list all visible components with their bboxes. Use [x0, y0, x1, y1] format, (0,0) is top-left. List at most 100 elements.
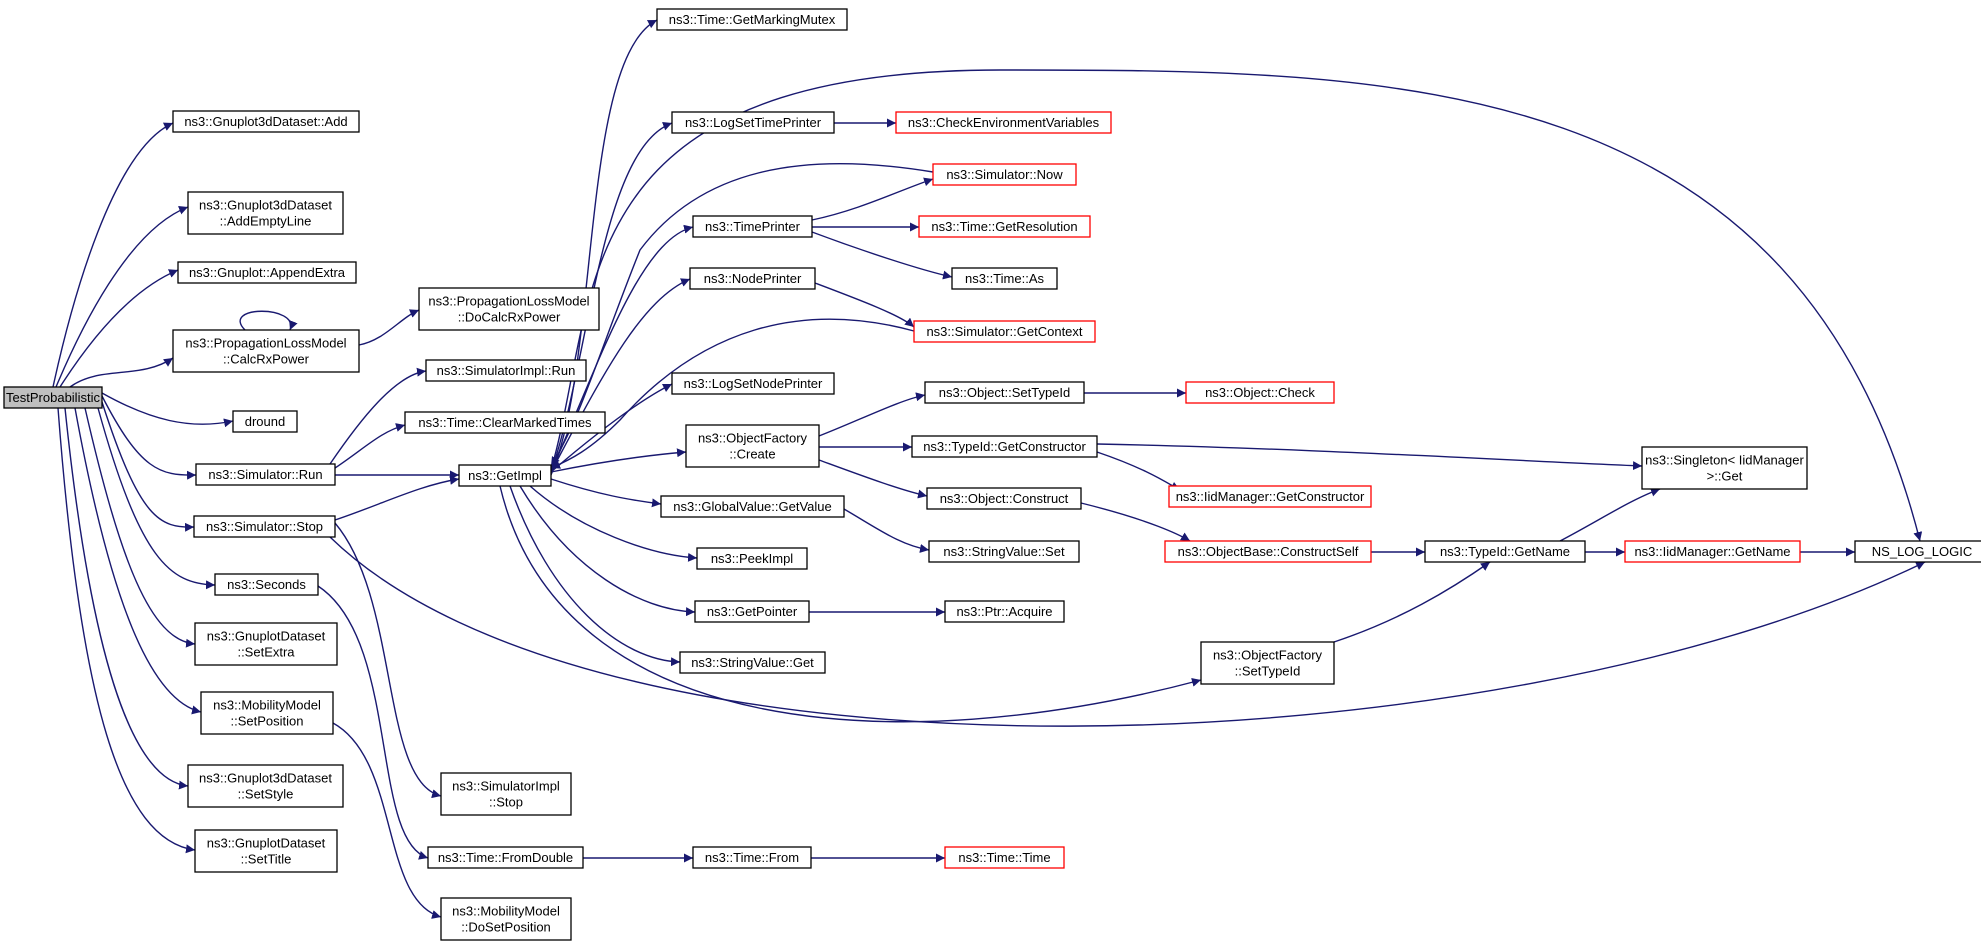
node-time-as[interactable]: ns3::Time::As [951, 267, 1058, 290]
edge-getimpl-to-logsetnodeprinter [550, 383, 673, 473]
node-box [3, 386, 103, 409]
edge-getimpl-to-getpointer [519, 485, 696, 617]
node-sim-stop[interactable]: ns3::Simulator::Stop [193, 515, 336, 538]
node-objfactory-create[interactable]: ns3::ObjectFactory::Create [685, 424, 820, 468]
node-checkenv[interactable]: ns3::CheckEnvironmentVariables [895, 111, 1112, 134]
edge-mm_setpos-to-mm_dosetpos [332, 722, 442, 919]
edge-timeprinter-to-time_as [811, 231, 953, 280]
node-seconds[interactable]: ns3::Seconds [214, 573, 319, 596]
node-label: ns3::Simulator::Stop [206, 519, 323, 534]
node-mm-setpos[interactable]: ns3::MobilityModel::SetPosition [200, 691, 334, 735]
node-mm-dosetpos[interactable]: ns3::MobilityModel::DoSetPosition [440, 897, 572, 941]
edge-typeid_getctor-to-singleton_get [1096, 443, 1643, 471]
node-sim-getcontext[interactable]: ns3::Simulator::GetContext [913, 320, 1096, 343]
node-box [692, 215, 813, 238]
node-simimpl-run[interactable]: ns3::SimulatorImpl::Run [425, 359, 587, 382]
node-simimpl-stop[interactable]: ns3::SimulatorImpl::Stop [440, 772, 572, 816]
node-label: dround [245, 414, 285, 429]
node-iid-getname[interactable]: ns3::IidManager::GetName [1624, 540, 1801, 563]
node-box [692, 846, 812, 869]
node-time-fromdouble[interactable]: ns3::Time::FromDouble [427, 846, 584, 869]
node-label: ns3::NodePrinter [704, 271, 802, 286]
node-sim-now[interactable]: ns3::Simulator::Now [932, 163, 1077, 186]
edge-sim_stop-to-getimpl [334, 475, 460, 521]
node-label: ns3::CheckEnvironmentVariables [908, 115, 1100, 130]
node-g3d-setstyle[interactable]: ns3::Gnuplot3dDataset::SetStyle [187, 764, 344, 808]
node-objfactory-settypeid[interactable]: ns3::ObjectFactory::SetTypeId [1200, 641, 1335, 685]
node-box [944, 600, 1065, 623]
node-obj-check[interactable]: ns3::Object::Check [1185, 381, 1335, 404]
node-box [440, 897, 572, 941]
edge-timeprinter-to-sim_now [811, 177, 934, 221]
node-obj-construct[interactable]: ns3::Object::Construct [926, 487, 1082, 510]
node-box [1424, 540, 1586, 563]
node-label: ::SetPosition [231, 714, 304, 729]
node-dround[interactable]: dround [232, 410, 298, 433]
node-sim-run[interactable]: ns3::Simulator::Run [195, 463, 336, 486]
node-ptr-acquire[interactable]: ns3::Ptr::Acquire [944, 600, 1065, 623]
node-objbase-constructself[interactable]: ns3::ObjectBase::ConstructSelf [1164, 540, 1372, 563]
node-label: ns3::Time::ClearMarkedTimes [418, 415, 592, 430]
node-ns-log-logic[interactable]: NS_LOG_LOGIC [1854, 540, 1981, 563]
node-box [194, 622, 338, 666]
edge-getimpl-to-peekimpl [529, 485, 698, 562]
node-gpd-setextra[interactable]: ns3::GnuplotDataset::SetExtra [194, 622, 338, 666]
node-singleton-get[interactable]: ns3::Singleton< IidManager>::Get [1641, 446, 1808, 490]
edge-root-to-g3d_setstyle [64, 407, 189, 790]
node-gpd-settitle[interactable]: ns3::GnuplotDataset::SetTitle [194, 829, 338, 873]
node-box [911, 435, 1098, 458]
nodes-layer: TestProbabilisticns3::Gnuplot3dDataset::… [3, 8, 1981, 941]
node-label: ns3::PeekImpl [711, 551, 793, 566]
node-peekimpl[interactable]: ns3::PeekImpl [696, 547, 808, 570]
node-gp-append[interactable]: ns3::Gnuplot::AppendExtra [177, 261, 357, 284]
node-label: ns3::TimePrinter [705, 219, 801, 234]
node-typeid-getctor[interactable]: ns3::TypeId::GetConstructor [911, 435, 1098, 458]
node-getpointer[interactable]: ns3::GetPointer [694, 600, 810, 623]
node-logsettimeprinter[interactable]: ns3::LogSetTimePrinter [671, 111, 835, 134]
node-g3d-addempty[interactable]: ns3::Gnuplot3dDataset::AddEmptyLine [187, 191, 344, 235]
node-g3d-add[interactable]: ns3::Gnuplot3dDataset::Add [172, 110, 360, 133]
node-time-getres[interactable]: ns3::Time::GetResolution [918, 215, 1091, 238]
node-label: ns3::Time::GetMarkingMutex [669, 12, 836, 27]
node-time-getmarkingmutex[interactable]: ns3::Time::GetMarkingMutex [656, 8, 848, 31]
node-label: ns3::Simulator::GetContext [926, 324, 1082, 339]
node-time-clearmarked[interactable]: ns3::Time::ClearMarkedTimes [404, 411, 606, 434]
node-box [427, 846, 584, 869]
edge-root-to-gpd_setextra [84, 407, 196, 648]
node-getimpl[interactable]: ns3::GetImpl [458, 464, 552, 487]
node-stringvalue-get[interactable]: ns3::StringValue::Get [679, 651, 826, 674]
node-label: ns3::Gnuplot3dDataset [199, 198, 332, 213]
node-label: ns3::TypeId::GetName [1440, 544, 1570, 559]
node-typeid-getname[interactable]: ns3::TypeId::GetName [1424, 540, 1586, 563]
node-label: ns3::SimulatorImpl::Run [437, 363, 576, 378]
node-box [458, 464, 552, 487]
node-box [177, 261, 357, 284]
node-stringvalue-set[interactable]: ns3::StringValue::Set [928, 540, 1080, 563]
node-label: ns3::TypeId::GetConstructor [923, 439, 1086, 454]
node-box [694, 600, 810, 623]
edge-getimpl-to-nodeprinter [550, 278, 691, 473]
node-time-from[interactable]: ns3::Time::From [692, 846, 812, 869]
node-label: ::CalcRxPower [223, 352, 310, 367]
node-timeprinter[interactable]: ns3::TimePrinter [692, 215, 813, 238]
edge-objfactory_create-to-obj_construct [818, 459, 928, 499]
node-nodeprinter[interactable]: ns3::NodePrinter [689, 267, 816, 290]
node-plm-calc[interactable]: ns3::PropagationLossModel::CalcRxPower [172, 329, 360, 373]
edge-sim_stop-to-simimpl_stop [334, 522, 442, 799]
node-label: ns3::SimulatorImpl [452, 779, 560, 794]
node-label: ns3::ObjectBase::ConstructSelf [1178, 544, 1359, 559]
node-box [696, 547, 808, 570]
node-box [440, 772, 572, 816]
node-plm-docalc[interactable]: ns3::PropagationLossModel::DoCalcRxPower [418, 287, 600, 331]
node-logsetnodeprinter[interactable]: ns3::LogSetNodePrinter [671, 372, 835, 395]
node-time-time[interactable]: ns3::Time::Time [944, 846, 1065, 869]
node-globalvalue-getvalue[interactable]: ns3::GlobalValue::GetValue [660, 495, 845, 518]
node-box [1168, 485, 1372, 508]
node-obj-settypeid[interactable]: ns3::Object::SetTypeId [924, 381, 1085, 404]
node-root[interactable]: TestProbabilistic [3, 386, 103, 409]
node-label: ns3::PropagationLossModel [428, 294, 589, 309]
node-label: ns3::MobilityModel [452, 904, 560, 919]
node-label: ns3::Time::From [705, 850, 799, 865]
node-box [195, 463, 336, 486]
node-iid-getctor[interactable]: ns3::IidManager::GetConstructor [1168, 485, 1372, 508]
